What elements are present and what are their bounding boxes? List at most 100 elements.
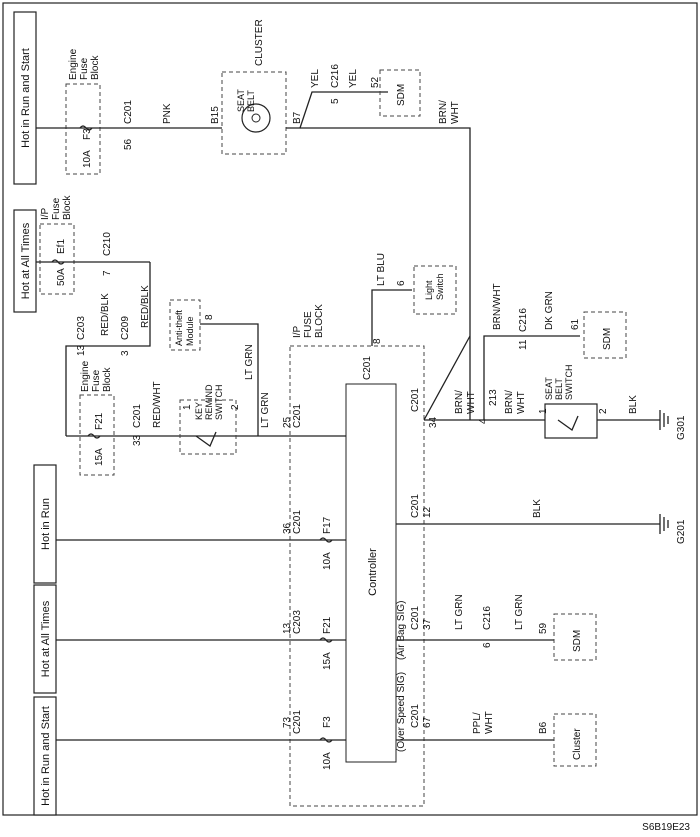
label-blocks-seat_belt-0: SEAT — [236, 89, 246, 112]
label-pins-p2b: 2 — [598, 408, 609, 414]
label-pins-p36: 36 — [282, 522, 293, 534]
label-blocks-key_remind-1: REMIND — [204, 384, 214, 420]
label-fuses-f21: F21 — [94, 412, 105, 430]
label-blocks-ip_fuse-1: Fuse — [51, 197, 62, 220]
wire-segment — [179, 399, 237, 455]
label-blocks-key_remind-0: KEY — [194, 402, 204, 420]
label-fuses-f3b_amp: 10A — [322, 752, 333, 770]
label-blocks-seat_belt_switch-0: SEAT — [544, 377, 554, 400]
label-fuses-ef1_amp: 50A — [56, 268, 67, 286]
label-pins-p7: 7 — [102, 270, 113, 276]
wire-segment — [379, 69, 421, 117]
wire-segment — [371, 289, 412, 346]
label-blocks-engine_fuse_2-0: Engine — [80, 360, 91, 392]
wire-segment — [13, 11, 37, 185]
label-pins-p4: 4 — [478, 418, 489, 424]
label-pins-p34: 34 — [428, 416, 439, 428]
label-blocks-ip_fuse_block-1: FUSE — [303, 311, 314, 338]
wire-segment — [65, 262, 151, 436]
wire-segment — [659, 514, 669, 534]
ground-g301: G301 — [659, 410, 687, 440]
label-pins-p2: 2 — [230, 404, 241, 410]
wire-segment — [659, 410, 669, 430]
label-blocks-ip_fuse_block-2: BLOCK — [314, 304, 325, 338]
diagram-id: S6B19E23 — [642, 822, 690, 833]
label-wires-redblk2: RED/BLK — [140, 285, 151, 328]
label-pins-p59: 59 — [538, 622, 549, 634]
label-wires-yel: YEL — [310, 69, 321, 88]
wire-segment — [39, 223, 75, 295]
label-pins-p11: 11 — [518, 339, 529, 350]
label-fuses-f21b: F21 — [322, 616, 333, 634]
power-label: Hot at All Times — [40, 600, 52, 677]
label-blocks-engine_fuse_2-1: Fuse — [91, 369, 102, 392]
label-pins-p12: 12 — [422, 506, 433, 518]
label-wires-brnwht3-1: WHT — [516, 391, 527, 414]
label-signals-airbag: (Air Bag SIG) — [396, 601, 407, 660]
key-remind-switch: KEY REMIND SWITCH 1 2 — [179, 384, 241, 455]
label-connectors-c201: C201 — [292, 404, 303, 428]
label-pins-pB15: B15 — [210, 106, 221, 124]
sdm-component-bottom: SDM — [553, 613, 597, 661]
wire-segment — [423, 335, 471, 421]
anti-theft-module: Anti-theft Module — [169, 299, 201, 351]
label-blocks-seat_belt_switch-2: SWITCH — [564, 365, 574, 401]
engine-fuse-block-top: Engine Fuse Block F3 10A — [65, 48, 101, 175]
light-switch: Light Switch — [413, 265, 457, 315]
label-pins-p61: 61 — [570, 318, 581, 330]
label-fuses-f3b: F3 — [322, 716, 333, 728]
label-connectors-c210: C210 — [102, 232, 113, 256]
power-source-all-times-2: Hot at All Times — [33, 584, 57, 694]
wire-segment — [241, 103, 271, 133]
label-signals-overspeed: (Over Speed SIG) — [396, 672, 407, 752]
label-pins-p1: 1 — [182, 404, 193, 410]
label-pins-p56: 56 — [123, 138, 134, 150]
label-pins-p67: 67 — [422, 716, 433, 728]
label-connectors-c201: C201 — [132, 404, 143, 428]
label-connectors-c216: C216 — [518, 308, 529, 332]
label-wires-ltblu: LT BLU — [376, 253, 387, 286]
wire-segment — [33, 696, 57, 816]
label-connectors-c201: C201 — [410, 388, 421, 412]
wire-segment — [413, 265, 457, 315]
sdm-component-mid: SDM — [583, 311, 627, 359]
sdm-component-top: SDM — [379, 69, 421, 117]
label-connectors-c216: C216 — [482, 606, 493, 630]
label-wires-brnwht_top-0: BRN/ — [438, 100, 449, 124]
wire-segment — [553, 713, 597, 767]
label-pins-p3: 3 — [120, 350, 131, 356]
label-connectors-c201: C201 — [292, 510, 303, 534]
seat-belt-icon — [251, 113, 261, 123]
label-blocks-engine_fuse_1-1: Fuse — [79, 57, 90, 80]
label-blocks-key_remind-2: SWITCH — [214, 385, 224, 421]
wire-segment — [553, 613, 597, 661]
label-blocks-engine_fuse_1-0: Engine — [68, 48, 79, 80]
fuse-amp: 10A — [82, 150, 93, 168]
wire-segment — [65, 83, 101, 175]
label-grounds-g301: G301 — [676, 415, 687, 440]
label-blocks-seat_belt_switch-1: BELT — [554, 378, 564, 400]
wire-segment — [483, 335, 580, 420]
label-blocks-ip_fuse-0: I/P — [40, 207, 51, 220]
label-connectors-c201: C201 — [410, 704, 421, 728]
wire-segment — [319, 637, 333, 643]
label-blocks-anti_theft-0: Anti-theft — [174, 309, 184, 346]
label-wires-ltgrn: LT GRN — [260, 392, 271, 428]
label-connectors-c201: C201 — [362, 356, 373, 380]
label-fuses-f17_amp: 10A — [322, 552, 333, 570]
power-label: Hot in Run — [40, 498, 52, 550]
label-connectors-c201: C201 — [410, 606, 421, 630]
label-fuses-f21_amp: 15A — [94, 448, 105, 466]
wire-segment — [544, 403, 598, 439]
label-grounds-g201: G201 — [676, 519, 687, 544]
label-pins-p1b: 1 — [538, 408, 549, 414]
label-wires-blk: BLK — [628, 395, 639, 414]
label-pins-p13: 13 — [76, 344, 87, 356]
label-pins-p33: 33 — [132, 434, 143, 446]
power-label: Hot in Run and Start — [20, 48, 32, 148]
label-wires-redwht: RED/WHT — [152, 381, 163, 428]
label-blocks-light_switch-0: Light — [424, 280, 434, 300]
wire-segment — [221, 71, 287, 155]
wire-segment — [33, 464, 57, 584]
seat-belt-switch: SEAT BELT SWITCH 1 2 — [538, 365, 609, 439]
